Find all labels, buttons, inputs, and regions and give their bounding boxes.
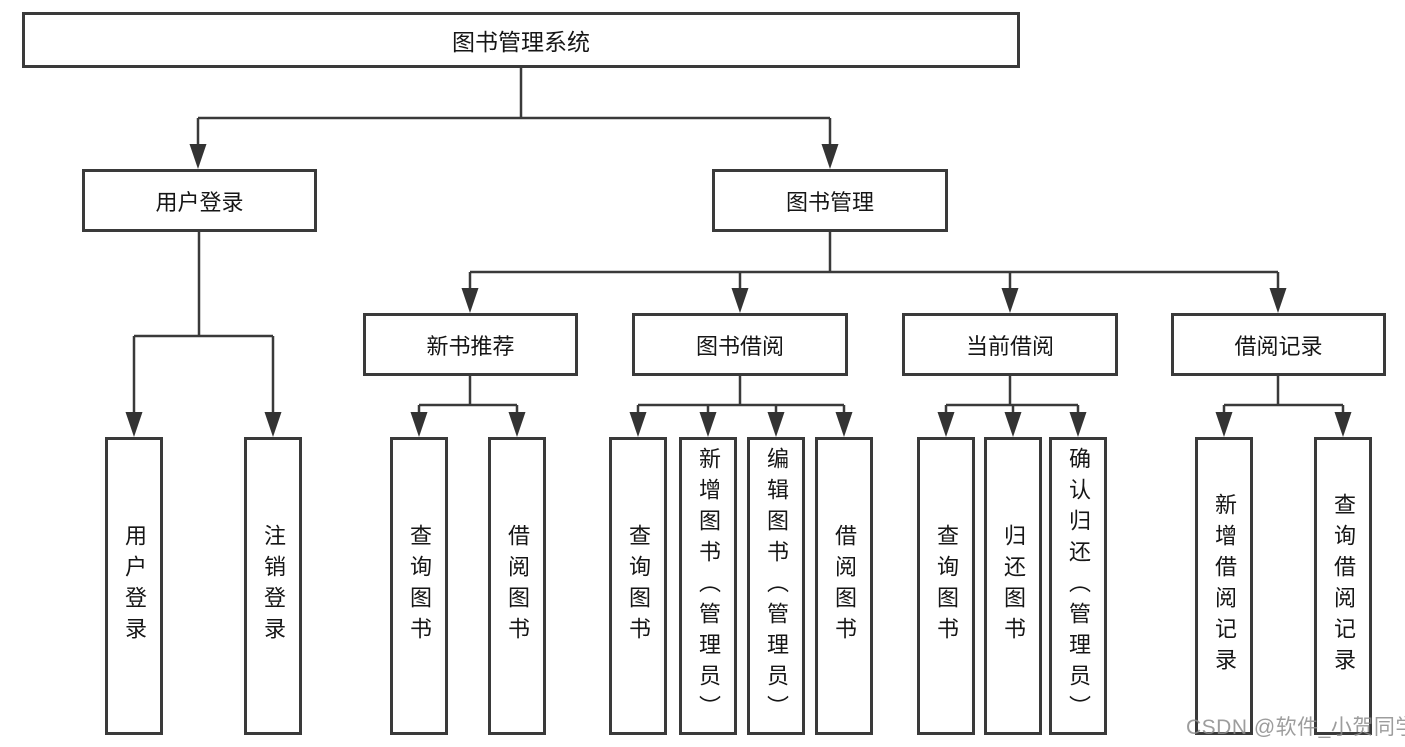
arrow-down-icon xyxy=(1004,412,1022,437)
leaf-label: 查询图书 xyxy=(934,524,959,648)
leaf-return-books: 归还图书 xyxy=(984,437,1042,735)
arrow-down-icon xyxy=(821,144,839,169)
arrow-down-icon xyxy=(1001,288,1019,313)
csdn-watermark: CSDN @软件_小贺同学 xyxy=(1186,716,1405,739)
arrow-down-icon xyxy=(508,412,526,437)
leaf-query-books-recommend: 查询图书 xyxy=(390,437,448,735)
node-book-borrow: 图书借阅 xyxy=(632,313,848,376)
arrow-down-icon xyxy=(731,288,749,313)
arrow-down-icon xyxy=(125,412,143,437)
leaf-user-login: 用户登录 xyxy=(105,437,163,735)
arrow-down-icon xyxy=(699,412,717,437)
arrow-down-icon xyxy=(835,412,853,437)
node-borrow-records: 借阅记录 xyxy=(1171,313,1386,376)
leaf-borrow-books-recommend: 借阅图书 xyxy=(488,437,546,735)
arrow-down-icon xyxy=(767,412,785,437)
leaf-query-books-borrow: 查询图书 xyxy=(609,437,667,735)
leaf-query-borrow-record: 查询借阅记录 xyxy=(1314,437,1372,735)
leaf-label: 查询借阅记录 xyxy=(1331,493,1356,679)
arrow-down-icon xyxy=(1215,412,1233,437)
node-user-login: 用户登录 xyxy=(82,169,317,232)
leaf-label: 注销登录 xyxy=(261,524,286,648)
arrow-down-icon xyxy=(629,412,647,437)
leaf-add-borrow-record: 新增借阅记录 xyxy=(1195,437,1253,735)
leaf-label: 编辑图书（管理员） xyxy=(764,446,789,726)
connector-strokes xyxy=(132,66,1345,418)
arrow-down-icon xyxy=(1269,288,1287,313)
node-root-system: 图书管理系统 xyxy=(22,12,1020,68)
leaf-confirm-return-admin: 确认归还（管理员） xyxy=(1049,437,1107,735)
leaf-label: 新增借阅记录 xyxy=(1212,493,1237,679)
leaf-query-books-current: 查询图书 xyxy=(917,437,975,735)
node-new-book-recommend: 新书推荐 xyxy=(363,313,578,376)
arrow-down-icon xyxy=(1069,412,1087,437)
arrow-down-icon xyxy=(461,288,479,313)
arrow-down-icon xyxy=(264,412,282,437)
node-book-management: 图书管理 xyxy=(712,169,948,232)
leaf-label: 查询图书 xyxy=(626,524,651,648)
leaf-label: 借阅图书 xyxy=(832,524,857,648)
leaf-label: 归还图书 xyxy=(1001,524,1026,648)
leaf-edit-books-admin: 编辑图书（管理员） xyxy=(747,437,805,735)
leaf-logout: 注销登录 xyxy=(244,437,302,735)
leaf-add-books-admin: 新增图书（管理员） xyxy=(679,437,737,735)
leaf-borrow-books: 借阅图书 xyxy=(815,437,873,735)
arrow-down-icon xyxy=(937,412,955,437)
leaf-label: 借阅图书 xyxy=(505,524,530,648)
arrow-down-icon xyxy=(410,412,428,437)
node-current-borrow: 当前借阅 xyxy=(902,313,1118,376)
leaf-label: 新增图书（管理员） xyxy=(696,446,721,726)
leaf-label: 用户登录 xyxy=(122,524,147,648)
leaf-label: 查询图书 xyxy=(407,524,432,648)
arrow-down-icon xyxy=(1334,412,1352,437)
arrow-down-icon xyxy=(189,144,207,169)
leaf-label: 确认归还（管理员） xyxy=(1066,446,1091,726)
arrowhead-icons xyxy=(125,144,1352,437)
